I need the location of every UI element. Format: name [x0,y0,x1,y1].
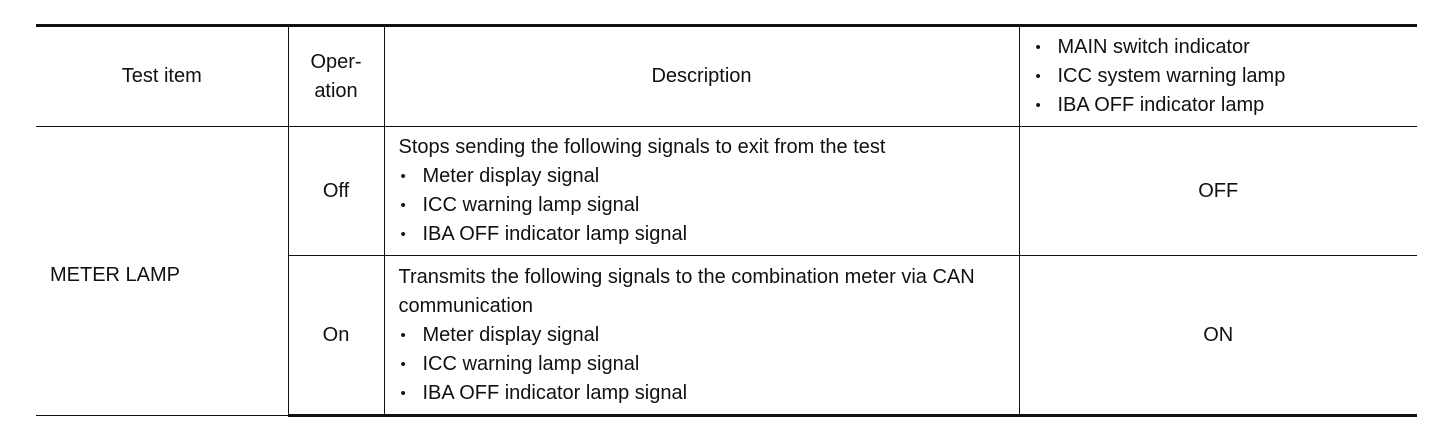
operation-off-cell: Off [287,126,385,256]
header-operation-text: Oper- ation [310,50,362,102]
header-test-item-text: Test item [121,65,202,87]
signal-list: Meter display signal ICC warning lamp si… [399,321,1009,408]
signal-item: ICC warning lamp signal [399,350,1009,379]
header-indicator-item: ICC system warning lamp [1034,62,1418,91]
header-test-item: Test item [36,24,289,127]
signal-item: IBA OFF indicator lamp signal [399,220,1009,249]
operation-on-cell: On [288,255,385,417]
test-item-value: METER LAMP [50,263,181,286]
signal-item: ICC warning lamp signal [399,191,1009,220]
result-value: ON [1203,323,1234,346]
table-row-off: METER LAMP Off Stops sending the followi… [36,126,1417,416]
signal-list: Meter display signal ICC warning lamp si… [399,162,1009,249]
signal-item: Meter display signal [399,162,1009,191]
result-off-cell: OFF [1018,126,1417,256]
header-operation: Oper- ation [287,24,385,127]
test-item-cell: METER LAMP [36,126,289,416]
operation-value: On [322,323,350,346]
description-on-cell: Transmits the following signals to the c… [383,255,1020,417]
signal-item: IBA OFF indicator lamp signal [399,379,1009,408]
description-intro: Stops sending the following signals to e… [398,136,886,158]
header-indicator-list: MAIN switch indicator ICC system warning… [1020,33,1418,120]
header-description-text: Description [651,65,752,87]
header-indicator-item: MAIN switch indicator [1034,33,1418,62]
header-indicator-item: IBA OFF indicator lamp [1034,91,1418,120]
result-on-cell: ON [1018,255,1417,417]
result-value: OFF [1198,179,1239,202]
description-intro: Transmits the following signals to the c… [398,265,975,317]
header-indicators: MAIN switch indicator ICC system warning… [1018,24,1418,127]
signal-item: Meter display signal [399,321,1009,350]
operation-value: Off [322,179,350,202]
header-row: Test item Oper- ation Description MAIN s… [36,24,1418,127]
header-description: Description [383,24,1020,127]
description-off-cell: Stops sending the following signals to e… [383,126,1020,256]
table-row-on: On Transmits the following signals to th… [36,255,1417,417]
meter-lamp-test-table: Test item Oper- ation Description MAIN s… [36,24,1417,417]
